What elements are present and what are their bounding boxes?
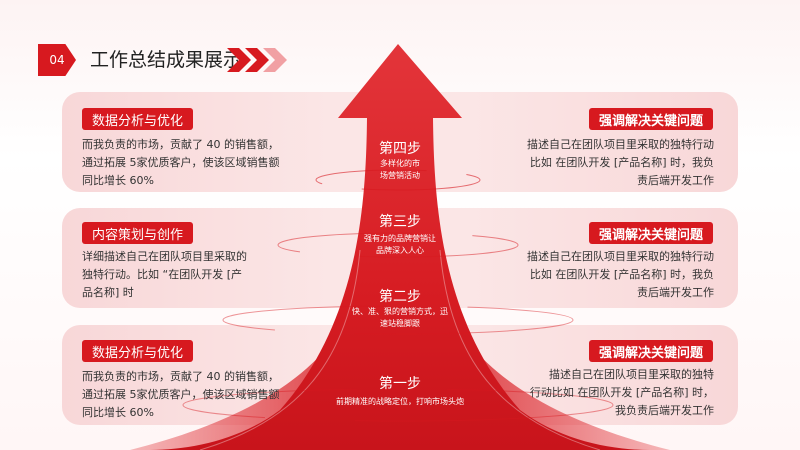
row1-left-desc: 而我负责的市场，贡献了 40 的销售额， 通过拓展 5家优质客户，使该区域销售额… xyxy=(82,138,280,187)
row3-left-tag: 数据分析与优化 xyxy=(82,340,194,362)
step-4-desc: 多样化的市 场营销活动 xyxy=(380,159,420,180)
step-4-title: 第四步 xyxy=(379,141,421,157)
row2-left-desc: 详细描述自己在团队项目里采取的 独特行动。比如 “在团队开发 [产 品名称] 时 xyxy=(82,250,247,299)
step-1-title: 第一步 xyxy=(379,376,421,392)
row3-right-tag: 强调解决关键问题 xyxy=(588,340,713,362)
step-3-title: 第三步 xyxy=(379,214,421,230)
chevron-decoration-icon xyxy=(227,48,287,72)
row2-right-tag: 强调解决关键问题 xyxy=(588,222,713,244)
row1-right-tag: 强调解决关键问题 xyxy=(588,108,713,130)
arrow-shaft xyxy=(150,44,650,450)
row1-right-desc: 描述自己在团队项目里采取的独特行动 比如 在团队开发 [产品名称] 时，我负 责… xyxy=(527,138,714,187)
row2-left-tag: 内容策划与创作 xyxy=(82,222,194,244)
row1-left-tag: 数据分析与优化 xyxy=(82,108,194,130)
step-2-desc: 快、准、狠的营销方式，迅 速站稳脚跟 xyxy=(352,307,448,328)
page-title: 工作总结成果展示 xyxy=(90,49,243,71)
step-3-desc: 强有力的品牌营销让 品牌深入人心 xyxy=(364,234,436,255)
row3-left-desc: 而我负责的市场，贡献了 40 的销售额， 通过拓展 5家优质客户，使该区域销售额… xyxy=(82,370,280,419)
row3-right-desc: 描述自己在团队项目里采取的独特 行动比如 在团队开发 [产品名称] 时， 我负责… xyxy=(529,368,714,417)
step-2-title: 第二步 xyxy=(379,289,421,305)
row2-right-desc: 描述自己在团队项目里采取的独特行动 比如 在团队开发 [产品名称] 时，我负 责… xyxy=(527,250,714,299)
step-1-desc: 前期精准的战略定位，打响市场头炮 xyxy=(336,397,464,406)
